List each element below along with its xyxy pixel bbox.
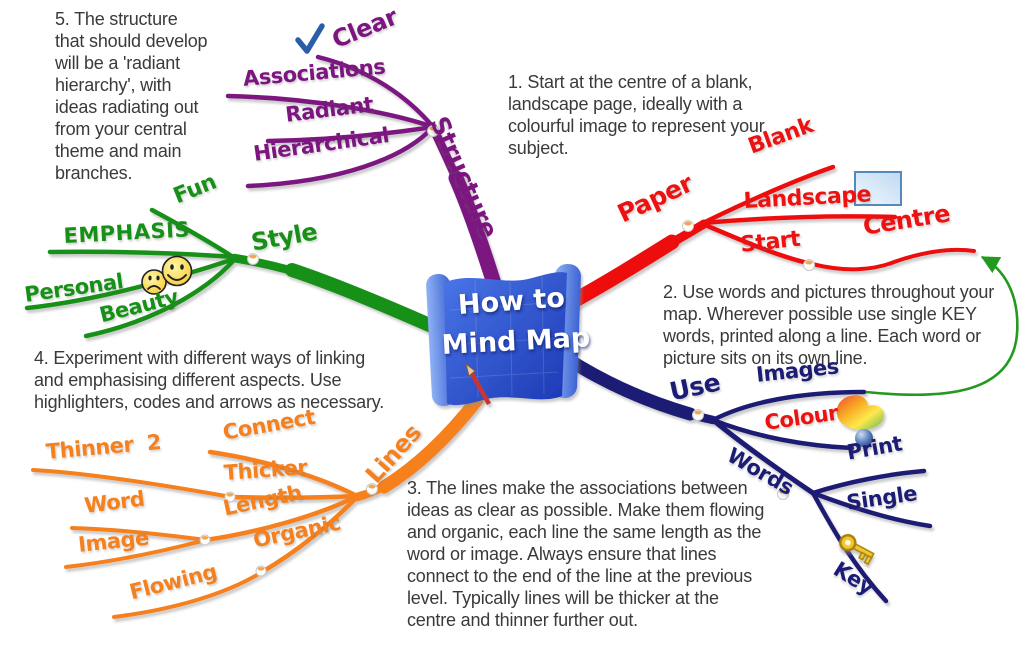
structure-branch-lines — [225, 54, 505, 301]
happy-face-icon — [161, 255, 193, 287]
branch-node-bead — [199, 534, 211, 546]
branch-node-bead — [224, 491, 236, 503]
sphere-icon — [855, 429, 873, 447]
branch-node-bead — [366, 483, 378, 495]
sad-face-icon — [141, 269, 167, 295]
central-scroll-image — [426, 263, 581, 406]
branch-node-bead — [803, 259, 815, 271]
note-2: 2. Use words and pictures throughout you… — [663, 282, 994, 368]
use-branch-lines — [559, 351, 933, 604]
landscape-page-icon — [854, 171, 902, 206]
branch-node-bead — [255, 565, 267, 577]
branch-node-bead — [682, 220, 694, 232]
note-4: 4. Experiment with different ways of lin… — [34, 348, 385, 412]
branch-node-bead — [777, 488, 789, 500]
note-3: 3. The lines make the associations betwe… — [407, 478, 765, 630]
paper-branch-lines — [562, 164, 976, 311]
branch-node-bead — [247, 253, 259, 265]
check-icon — [295, 23, 325, 54]
lines-branch-lines — [31, 393, 484, 619]
pencil-icon — [465, 362, 491, 406]
key-icon — [839, 533, 875, 566]
note-1: 1. Start at the centre of a blank, lands… — [508, 72, 765, 158]
branch-node-bead — [427, 125, 439, 137]
branch-node-bead — [692, 409, 704, 421]
palette-icon — [836, 395, 884, 447]
note-5: 5. The structure that should develop wil… — [55, 9, 208, 183]
centre-arrow — [865, 255, 1019, 397]
